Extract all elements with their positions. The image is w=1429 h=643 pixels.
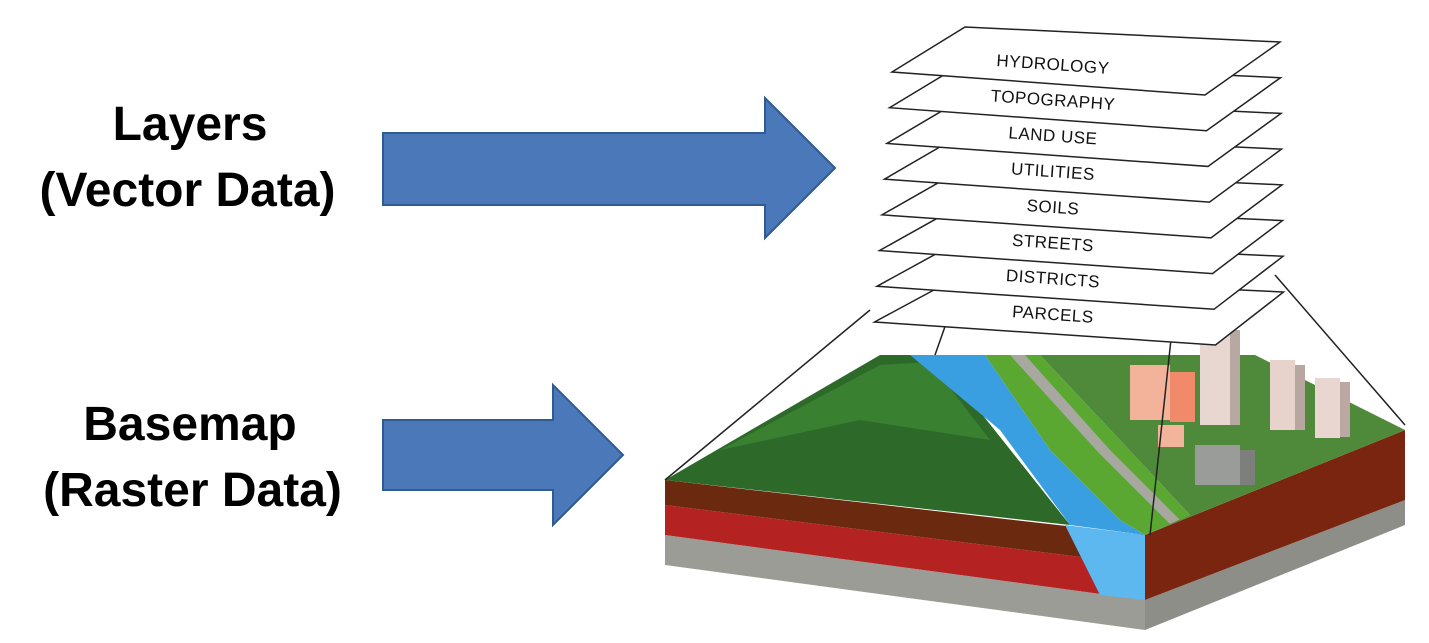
forest-highlight: [720, 362, 990, 450]
building: [1240, 450, 1255, 485]
building: [1340, 382, 1350, 437]
basemap-title: Basemap: [83, 398, 297, 451]
river-cross-section: [1065, 525, 1145, 600]
river: [910, 355, 1145, 535]
road: [1010, 355, 1180, 524]
layer-label: SOILS: [1026, 196, 1080, 219]
layer-plane: [889, 26, 1283, 96]
building: [1295, 365, 1305, 430]
projection-lines: [664, 274, 1406, 536]
soil-right: [1145, 430, 1405, 600]
basemap-arrow: [382, 382, 625, 528]
building: [1130, 365, 1170, 420]
building: [1158, 425, 1184, 447]
rock-layer: [665, 535, 1145, 630]
layers-subtitle: (Vector Data): [39, 164, 336, 217]
layers-title: Layers: [112, 98, 268, 151]
building: [1270, 360, 1295, 430]
building: [1170, 372, 1195, 422]
basemap-block: [665, 325, 1405, 630]
building: [1315, 378, 1340, 438]
layer-stack: PARCELSDISTRICTSSTREETSSOILSUTILITIESLAN…: [871, 26, 1286, 346]
layers-arrow: [382, 95, 837, 241]
soil-brown-layer: [665, 480, 1145, 565]
building: [1195, 445, 1240, 485]
basemap-subtitle: (Raster Data): [43, 464, 342, 517]
rock-layer-right: [1145, 500, 1405, 630]
soil-red-layer: [665, 505, 1145, 600]
building: [1230, 330, 1240, 425]
